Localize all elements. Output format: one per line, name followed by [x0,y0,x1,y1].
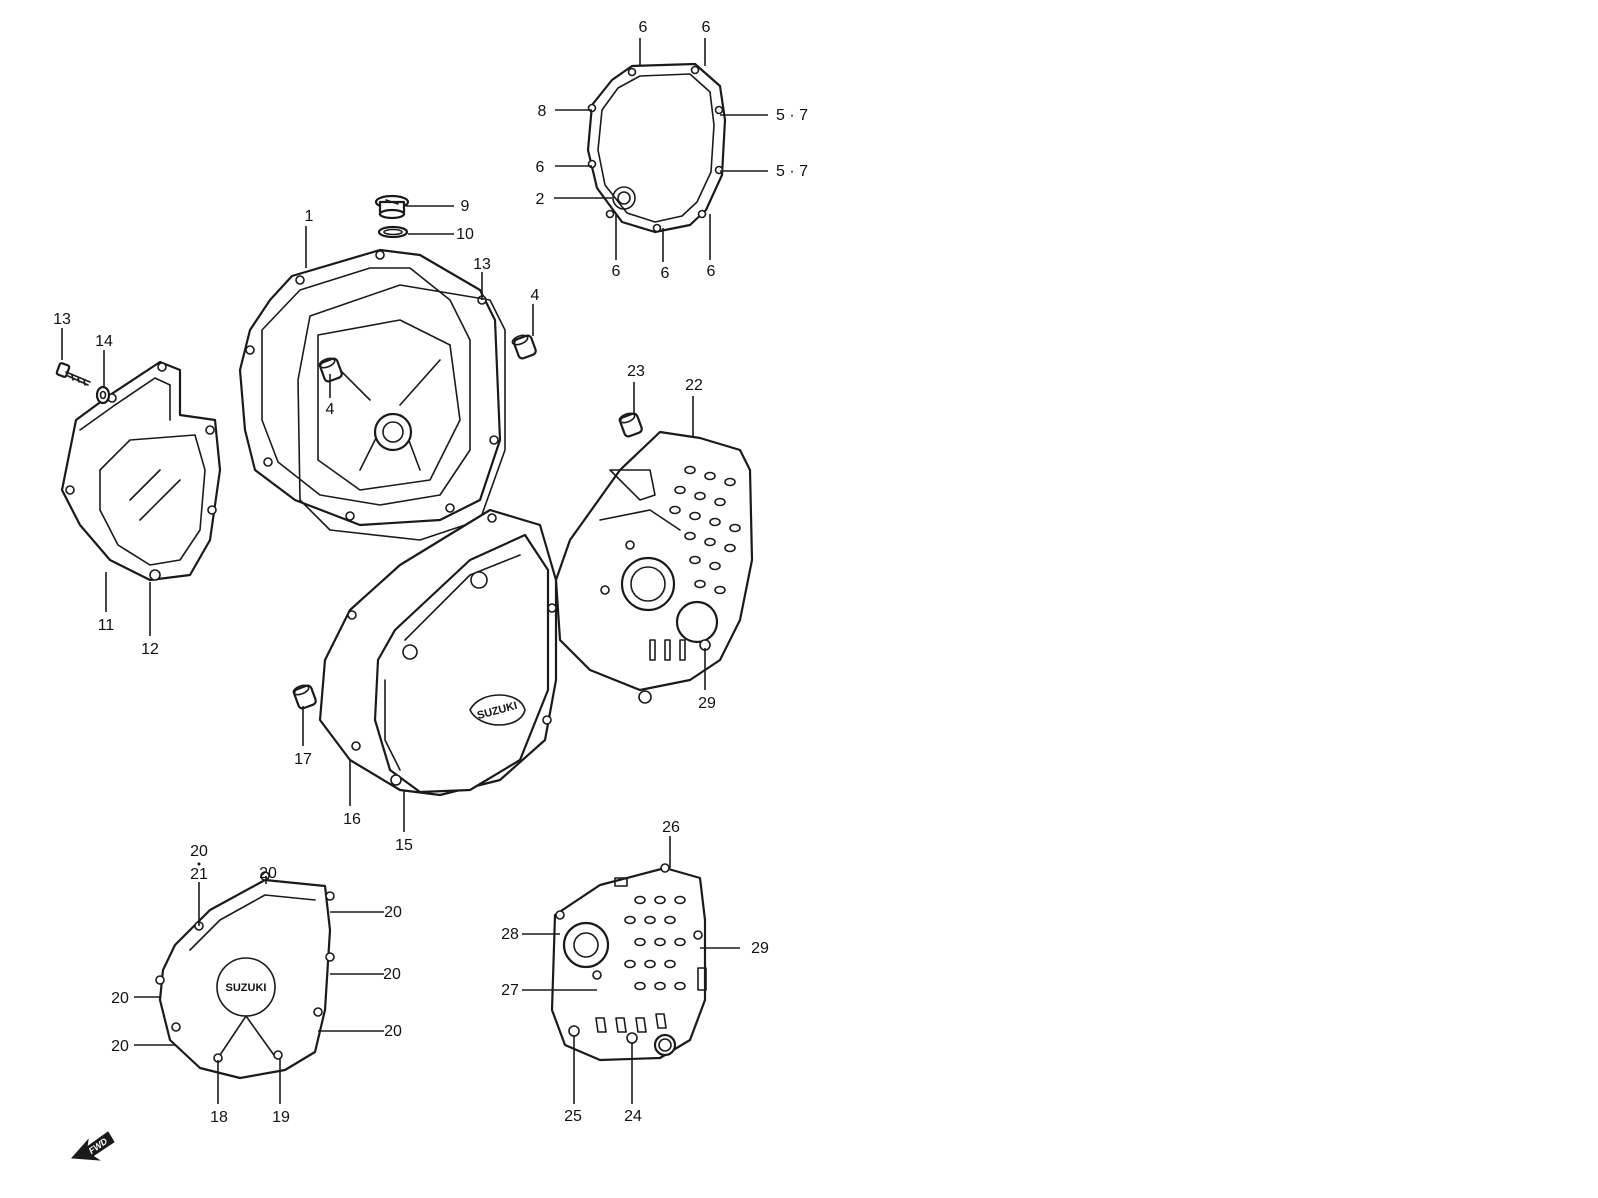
callout-label: 17 [294,751,312,768]
callout-label: 2 [536,191,545,208]
leader-lines [61,38,768,1104]
o-ring [377,225,409,239]
clutch-cover-gasket [586,62,727,234]
callout-label: 27 [501,982,519,999]
callout-label: 20 [190,843,208,860]
callout-label: 20 [111,1038,129,1055]
generator-cover-gasket-bottom: SUZUKI [155,871,335,1080]
callout-label: 11 [98,617,115,634]
callout-label: 20 [384,1023,402,1040]
bolt [55,362,91,386]
callout-label: 9 [461,198,470,215]
fwd-arrow-icon: FWD [70,1131,115,1161]
callout-label: 6 [707,263,716,280]
callout-label: 4 [326,401,335,418]
callout-label: 13 [53,311,71,328]
callout-label: 6 [612,263,621,280]
separator-dot [197,862,201,866]
dowel-pin [318,357,343,383]
dowel-pin [618,412,643,438]
callout-label: 24 [624,1108,642,1125]
callout-labels: 1 2 4 4 6 6 6 6 6 6 5 · 7 5 · 7 8 9 10 1… [53,19,808,1126]
callout-label: 28 [501,926,519,943]
callout-label: 29 [698,695,716,712]
callout-label: 21 [190,866,208,883]
callout-label: 22 [685,377,703,394]
callout-label: 6 [536,159,545,176]
dowel-pin [511,334,537,360]
generator-cover-small [60,360,222,582]
callout-label: 8 [538,103,547,120]
brand-logo: SUZUKI [226,982,267,994]
generator-cover: SUZUKI [373,533,550,794]
callout-label: 18 [210,1109,228,1126]
callout-label: 5 · 7 [776,163,808,180]
callout-label: 15 [395,837,413,854]
callout-label: 29 [751,940,769,957]
callout-label: 13 [473,256,491,273]
clutch-cover [238,248,502,527]
callout-label: 12 [141,641,159,658]
callout-label: 25 [564,1108,582,1125]
callout-label: 19 [272,1109,290,1126]
callout-label: 10 [456,226,474,243]
callout-label: 6 [661,265,670,282]
callout-label: 5 · 7 [776,107,808,124]
callout-label: 4 [531,287,540,304]
callout-label: 14 [95,333,113,350]
callout-label: 20 [384,904,402,921]
callout-label: 20 [383,966,401,983]
callout-label: 20 [259,865,277,882]
callout-label: 6 [702,19,711,36]
callout-label: 16 [343,811,361,828]
callout-label: 26 [662,819,680,836]
callout-label: 23 [627,363,645,380]
dowel-pin [292,684,317,710]
sprocket-cover-bottom [550,863,707,1062]
oil-filler-cap [374,194,410,220]
sprocket-cover [554,430,754,704]
callout-label: 20 [111,990,129,1007]
callout-label: 6 [639,19,648,36]
washer [95,385,111,405]
callout-label: 1 [305,208,314,225]
